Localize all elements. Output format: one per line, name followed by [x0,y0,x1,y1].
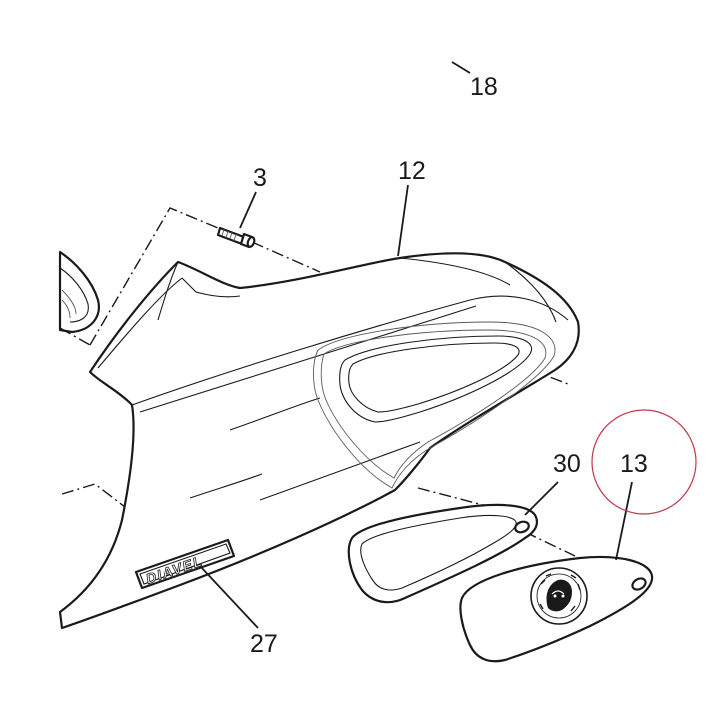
callout-3[interactable]: 3 [239,164,267,229]
guide-line-gasket [417,487,511,513]
guide-line-screw-left [89,207,219,346]
callout-label-3: 3 [253,164,267,192]
guide-line-fragment [59,327,91,346]
leader-line-12 [397,184,409,257]
screw-part-3[interactable] [216,226,256,249]
assembly-guide-lines [59,207,576,557]
callout-18[interactable]: 18 [451,61,498,101]
callout-label-30: 30 [553,450,581,478]
side-panel-window [339,335,533,423]
gasket-hole [514,520,530,534]
side-panel-outline [58,252,580,630]
callout-30[interactable]: 30 [524,450,581,516]
leader-line-30 [524,481,559,516]
leader-line-3 [239,191,257,229]
gasket-inner [360,514,517,591]
callout-label-12: 12 [398,157,426,185]
guide-line-cover [524,531,576,557]
callout-13[interactable]: 13 [615,450,648,561]
gasket-part-30[interactable] [347,503,539,604]
callout-27[interactable]: 27 [199,565,278,658]
adjacent-part-fragment [58,250,100,334]
guide-line-screw-right [251,241,321,273]
leader-line-27 [199,565,259,629]
callout-label-13: 13 [620,450,648,478]
leader-line-18 [451,61,471,74]
cover-hole [631,577,647,591]
callout-label-27: 27 [250,630,278,658]
callout-12[interactable]: 12 [397,157,426,257]
side-panel-part-12[interactable] [58,252,580,630]
highlight-circle [591,409,697,515]
cover-part-13[interactable] [459,555,654,663]
badge-plate [134,538,236,590]
gasket-outer [347,503,539,604]
callout-label-18: 18 [470,73,498,101]
emblem-seal [530,567,588,625]
leader-line-13 [615,481,633,561]
